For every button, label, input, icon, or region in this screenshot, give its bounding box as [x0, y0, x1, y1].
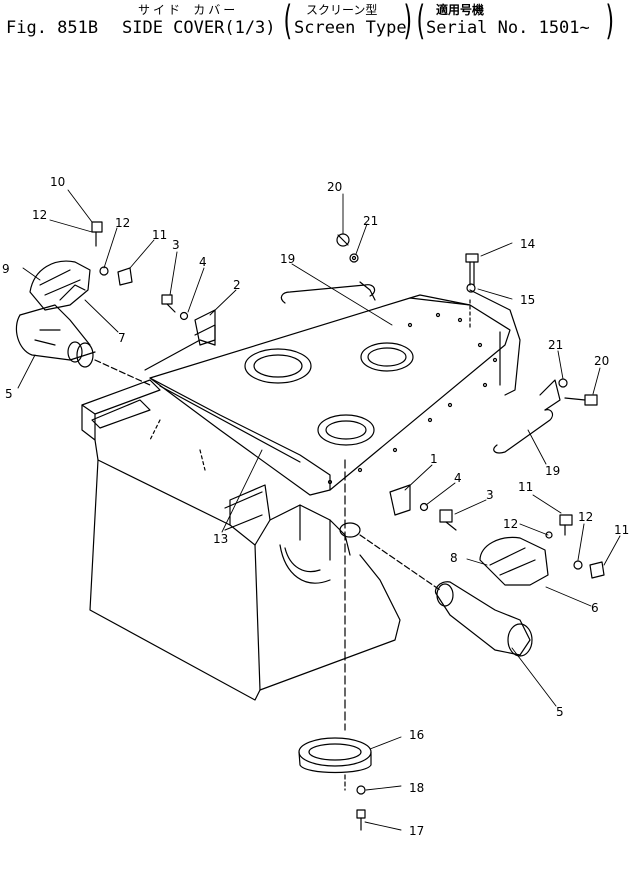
callout-6: 5: [5, 387, 13, 401]
callout-12: 12: [503, 517, 518, 531]
lower-parts: [298, 459, 372, 831]
title-japanese: サイド カバー: [138, 3, 239, 17]
figure-header: サイド カバー Fig. 851B SIDE COVER(1/3) ( スクリー…: [0, 0, 632, 50]
paren-close-2: ): [605, 0, 615, 44]
callout-4: 4: [454, 471, 462, 485]
paren-open-2: (: [416, 0, 426, 44]
figure-title: SIDE COVER(1/3): [122, 18, 276, 38]
serial-japanese: 適用号機: [436, 3, 485, 17]
callout-18: 18: [409, 781, 424, 795]
figure-number: Fig. 851B: [6, 18, 99, 38]
callout-20: 20: [594, 354, 609, 368]
callout-13: 13: [213, 532, 228, 546]
callout-labels: 10 12 12 11 3 4 2 9 7 5 20 21 19 14 15 2…: [2, 175, 629, 838]
serial-label: Serial No. 1501~: [426, 18, 590, 38]
side-cover-plate: [144, 289, 521, 496]
callout-11: 10: [50, 175, 65, 189]
callout-14: 14: [520, 237, 535, 251]
callout-2: 2: [233, 278, 241, 292]
callout-11: 11: [152, 228, 167, 242]
callout-12: 12: [32, 208, 47, 222]
tank-housing: [81, 379, 401, 701]
paren-close-1: ): [403, 0, 413, 44]
callout-5-group: 5: [556, 705, 564, 719]
callout-19: 19: [545, 464, 560, 478]
callout-5-visible: 5: [556, 705, 564, 719]
callout-12: 12: [578, 510, 593, 524]
type-label: Screen Type: [294, 18, 407, 38]
callout-1: 1: [430, 452, 438, 466]
callout-8: 7: [118, 331, 126, 345]
callout-17: 17: [409, 824, 424, 838]
callout-3: 3: [486, 488, 494, 502]
callout-4: 4: [199, 255, 207, 269]
callout-11: 11: [518, 480, 533, 494]
right-cylinder-assembly: [339, 522, 549, 657]
callout-21: 21: [363, 214, 378, 228]
callout-16: 16: [409, 728, 424, 742]
callout-3: 3: [172, 238, 180, 252]
fasteners-and-springs: [91, 221, 605, 579]
left-cylinder-assembly: [15, 260, 151, 386]
callout-10: 9: [2, 262, 10, 276]
callout-9: 8: [450, 551, 458, 565]
callout-20: 20: [327, 180, 342, 194]
callout-7: 6: [591, 601, 599, 615]
type-japanese: スクリーン型: [306, 3, 378, 17]
callout-12: 12: [115, 216, 130, 230]
callout-19: 19: [280, 252, 295, 266]
paren-open-1: (: [283, 0, 293, 44]
callout-11: 11: [614, 523, 629, 537]
leader-lines: [17, 189, 621, 831]
callout-21: 21: [548, 338, 563, 352]
callout-15: 15: [520, 293, 535, 307]
